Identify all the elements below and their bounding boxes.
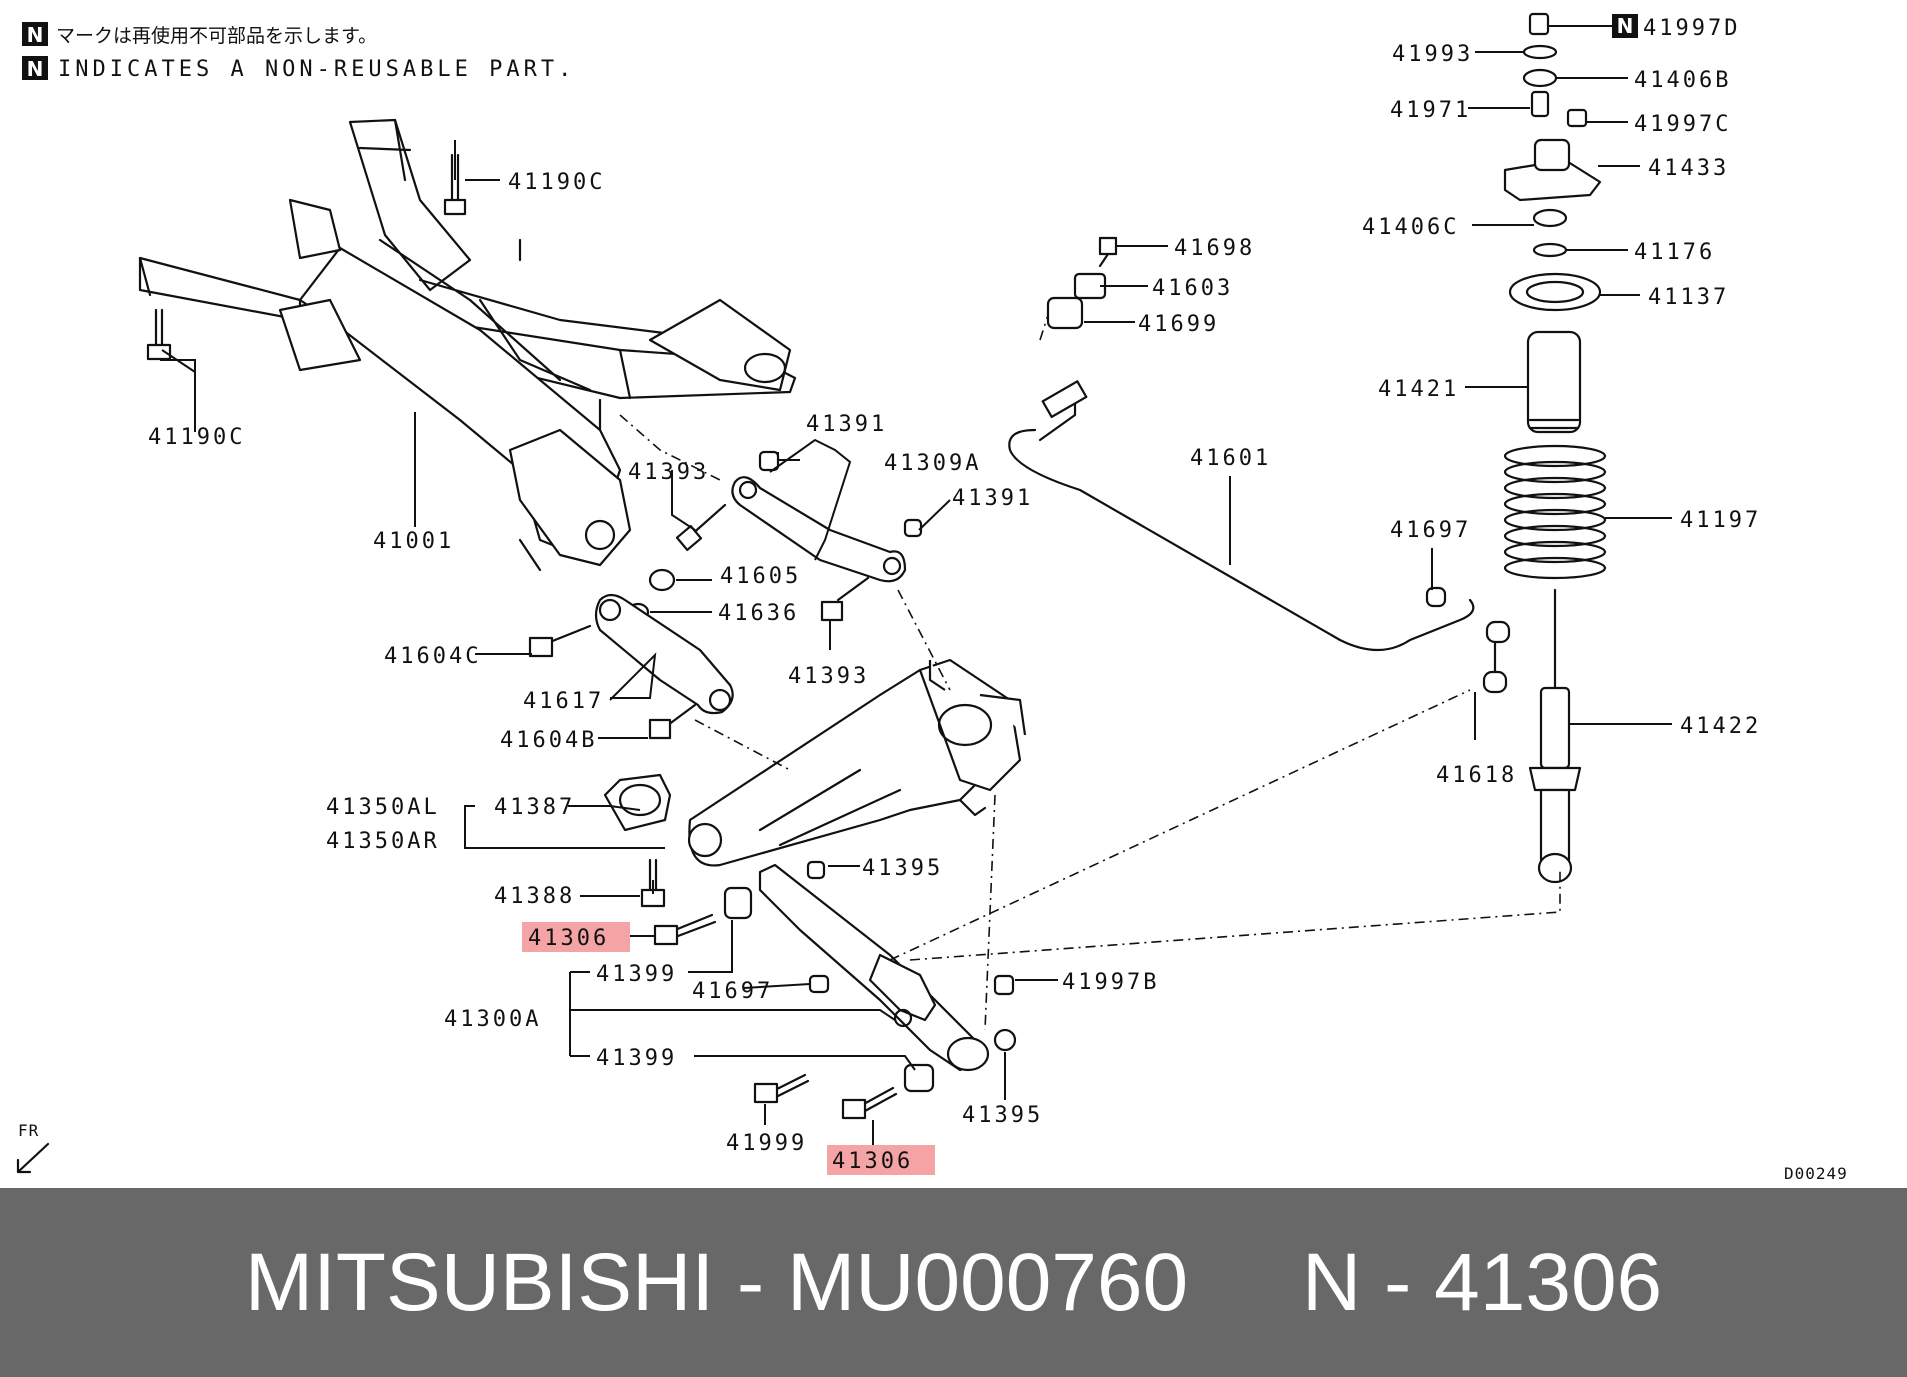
n-badge-icon (22, 56, 48, 80)
label-41306-bottom: 41306 (832, 1149, 913, 1174)
assembly-lines (619, 314, 1561, 1031)
shock-absorber-stack (1503, 12, 1607, 884)
nut-41997b (993, 974, 1015, 996)
label-41604c: 41604C (384, 644, 481, 669)
label-41300a: 41300A (444, 1007, 541, 1032)
nut-41395-bottom (993, 1028, 1017, 1052)
note-english: INDICATES A NON-REUSABLE PART. (58, 57, 575, 82)
label-41399-bottom: 41399 (596, 1046, 677, 1071)
label-41433: 41433 (1648, 156, 1729, 181)
non-reusable-note: N マークは再使用不可部品を示します。 N INDICATES A NON-RE… (22, 22, 575, 82)
label-41176: 41176 (1634, 240, 1715, 265)
label-41391-top: 41391 (806, 412, 887, 437)
label-41399-top: 41399 (596, 962, 677, 987)
bolt-41306-left-drawing (653, 913, 717, 946)
label-41350al: 41350AL (326, 795, 440, 820)
front-arrow-icon (16, 1142, 50, 1174)
label-41697-bottom: 41697 (692, 979, 773, 1004)
note-japanese: マークは再使用不可部品を示します。 (56, 25, 377, 47)
label-41197: 41197 (1680, 508, 1761, 533)
bolt-41306-bottom-drawing (841, 1086, 898, 1120)
label-41309a: 41309A (884, 451, 981, 476)
label-41636: 41636 (718, 601, 799, 626)
label-41618: 41618 (1436, 763, 1517, 788)
label-41422: 41422 (1680, 714, 1761, 739)
upper-arm-drawing (731, 450, 923, 583)
nut-41395-top (806, 860, 826, 880)
label-41601: 41601 (1190, 446, 1271, 471)
label-41137: 41137 (1648, 285, 1729, 310)
label-41001: 41001 (373, 529, 454, 554)
label-41391-mid: 41391 (952, 486, 1033, 511)
label-41603: 41603 (1152, 276, 1233, 301)
label-41997c: 41997C (1634, 112, 1731, 137)
label-41604b: 41604B (500, 728, 597, 753)
label-41395-top: 41395 (862, 856, 943, 881)
label-41421: 41421 (1378, 377, 1459, 402)
n-badge-41997d: N (1612, 14, 1638, 38)
nut-41697-bottom (808, 974, 830, 994)
label-41393-bottom: 41393 (788, 664, 869, 689)
bolt-41604b (648, 703, 697, 740)
bolt-41190c-left (146, 308, 172, 361)
label-41406c: 41406C (1362, 215, 1459, 240)
label-41393-top: 41393 (628, 460, 709, 485)
label-41406b: 41406B (1634, 68, 1731, 93)
bolt-41604c (528, 624, 592, 658)
label-41350ar: 41350AR (326, 829, 440, 854)
bolt-41393-top (675, 503, 727, 552)
highlight-41306-left (522, 922, 630, 952)
label-41388: 41388 (494, 884, 575, 909)
subframe-drawing (138, 118, 797, 572)
stabilizer-bar-drawing (1008, 380, 1475, 651)
label-41993: 41993 (1392, 42, 1473, 67)
bolt-41393-bottom (820, 576, 870, 622)
drawing-code: D00249 (1784, 1164, 1848, 1183)
leader-lines (160, 25, 1672, 1145)
label-41971: 41971 (1390, 98, 1471, 123)
n-badge-icon (22, 22, 48, 46)
part-footer-bar: MITSUBISHI - MU000760 N - 41306 (0, 1188, 1907, 1377)
front-label: FR (18, 1121, 39, 1140)
highlight-41306-bottom (827, 1145, 935, 1175)
n-badge-letter: N (27, 23, 44, 47)
bolt-41190c-top (443, 153, 467, 216)
label-41306-left: 41306 (528, 926, 609, 951)
n-badge-letter: N (27, 57, 44, 81)
label-41697-right: 41697 (1390, 518, 1471, 543)
bolt-41999 (753, 1073, 810, 1104)
label-41997d: 41997D (1643, 16, 1740, 41)
label-41387: 41387 (494, 795, 575, 820)
link-41617-drawing (594, 593, 734, 715)
label-41395-bottom: 41395 (962, 1103, 1043, 1128)
label-41999: 41999 (726, 1131, 807, 1156)
nut-41605 (648, 568, 676, 592)
svg-text:N: N (1617, 14, 1634, 38)
label-41605: 41605 (720, 564, 801, 589)
stabilizer-bushing-drawing (1046, 236, 1118, 330)
parts-diagram: N マークは再使用不可部品を示します。 N INDICATES A NON-RE… (16, 12, 1848, 1183)
label-41997b: 41997B (1062, 970, 1159, 995)
front-direction-marker: FR (16, 1121, 50, 1174)
n-badge-icon (1612, 14, 1638, 38)
part-footer-text: MITSUBISHI - MU000760 N - 41306 (244, 1236, 1663, 1328)
label-41190c-left: 41190C (148, 425, 245, 450)
label-41698: 41698 (1174, 236, 1255, 261)
label-41190c-top: 41190C (508, 170, 605, 195)
trailing-arm-drawing (687, 658, 1027, 867)
label-41617: 41617 (523, 689, 604, 714)
label-41699: 41699 (1138, 312, 1219, 337)
coil-spring (1503, 444, 1607, 580)
stabilizer-link-drawing (1425, 586, 1511, 694)
bushing-41387-drawing (603, 773, 672, 832)
lower-arm-drawing (723, 863, 990, 1093)
